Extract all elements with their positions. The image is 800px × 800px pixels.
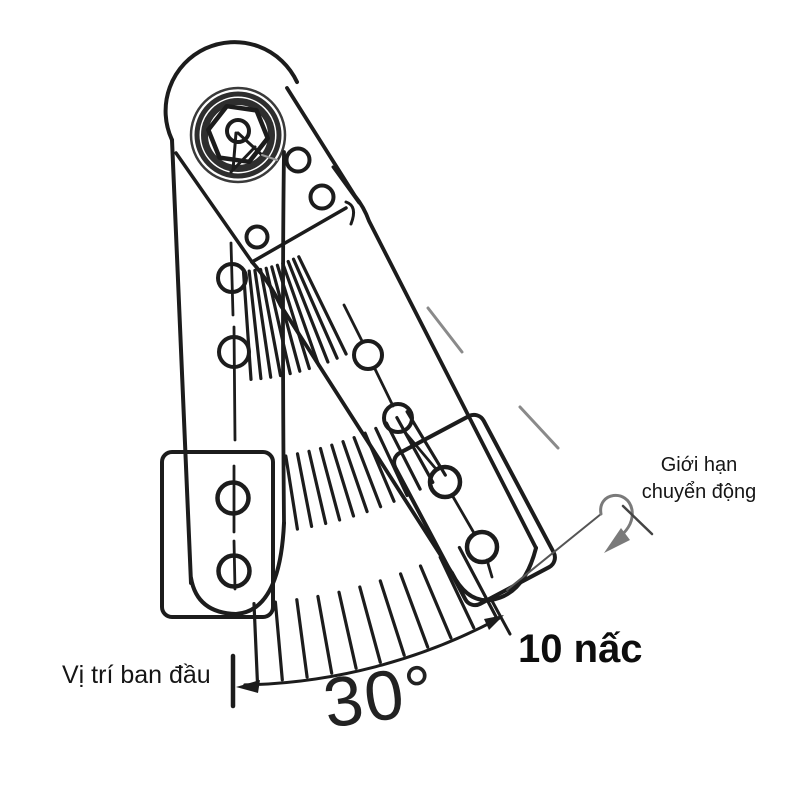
head-plate [174,151,361,264]
washer-ring-dark1 [194,91,282,179]
left-arm [170,138,286,616]
left-bracket-hole [216,553,252,589]
limit-cross-dash [621,504,654,536]
left-arm-right-edge [281,150,286,525]
dimension-arc [243,616,501,687]
plate-hole [284,146,312,174]
angle-dimension [230,597,512,709]
movement-limit-leader [426,306,654,591]
movement-limit-label: Giới hạn chuyển động [608,452,790,506]
left-bracket-outline [160,450,275,619]
initial-position-label: Vị trí ban đầu [62,661,211,689]
left-arm-end-cap [189,521,286,616]
ratchet-hatch-upper [241,255,348,381]
left-bracket-hole [215,480,251,516]
right-bracket-hole [427,464,463,500]
steps-label: 10 nấc [518,627,643,671]
limit-extension-line [506,513,602,591]
limit-hook-arrowhead [604,528,630,553]
right-arm-centerlines [342,303,494,579]
washer-ring-outer [189,86,287,184]
angle-label: 30° [318,649,441,743]
right-bracket-outline [392,412,557,608]
plate-hole [244,224,270,250]
arc-arrowhead-left [236,680,260,693]
left-arm-hole [216,262,248,294]
right-arm-hole [352,339,384,371]
washer-ring-dark2 [201,98,275,172]
arc-arrowhead-right [484,615,504,630]
plate-bottom-edge [250,206,348,264]
right-arm-right-edge [285,86,538,550]
plate-corner-ear [344,200,356,226]
pivot-pointer-tail [261,154,278,161]
pivot-pin [225,118,251,144]
pivot-head [163,40,336,250]
ratchet-hatch-middle [284,410,447,531]
plate-left-edge [174,151,254,264]
limit-hook-arrow-icon [599,493,634,541]
right-arm [250,86,538,603]
right-bracket-hole [464,529,500,565]
ratchet-hatch-bottom [252,545,498,684]
head-outline [163,40,299,142]
left-arm-centerlines [229,241,237,591]
movement-limit-line1: Giới hạn [660,454,738,476]
left-bracket [160,450,275,619]
plate-hole [308,183,336,211]
left-arm-left-edge [170,138,193,585]
hex-nut [206,103,270,165]
right-bracket [392,412,557,608]
gray-motion-dash [426,306,464,354]
pivot-pointer [229,131,264,174]
movement-limit-line2: chuyển động [641,481,757,503]
gray-motion-dash [518,405,560,450]
